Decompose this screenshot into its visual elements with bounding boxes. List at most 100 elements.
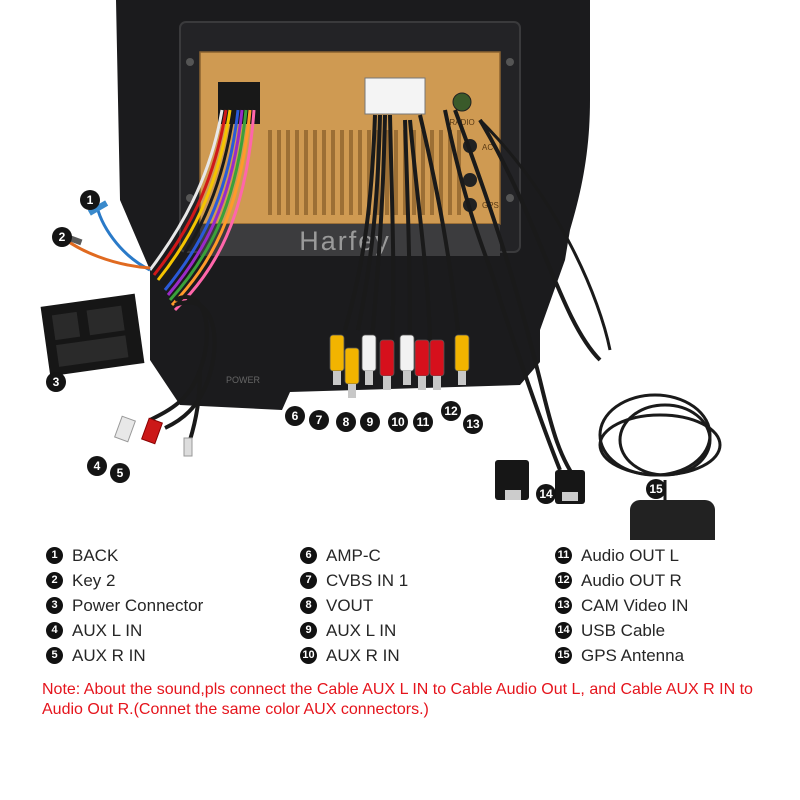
callout-11: 11 [413,412,433,432]
vent-slot [349,130,353,215]
aux-in-cables [149,295,217,441]
legend-label: AUX L IN [72,620,143,640]
legend-label: AUX R IN [326,645,400,665]
legend-label: Audio OUT R [581,570,682,590]
vent-slot [295,130,299,215]
legend-item: 13 CAM Video IN [555,593,688,618]
callout-15: 15 [646,479,666,499]
vent-slot [439,130,443,215]
vent-slot [304,130,308,215]
callout-2: 2 [52,227,72,247]
legend-label: Power Connector [72,595,204,615]
legend-item: 10 AUX R IN [300,643,408,668]
legend-label: USB Cable [581,620,666,640]
legend-number: 14 [555,622,572,639]
rca-plug-tip [418,376,426,390]
power-connector-block [40,293,145,377]
callout-3: 3 [46,372,66,392]
usb-port-icon [505,490,521,500]
connection-note: Note: About the sound,pls connect the Ca… [42,681,753,718]
rca-plug-tip [333,371,341,385]
legend-number: 12 [555,572,572,589]
rca-plug [414,339,430,377]
legend-item: 5 AUX R IN [46,643,203,668]
usb-port-icon [562,492,578,501]
rca-plug-tip [403,371,411,385]
vent-slot [331,130,335,215]
callout-12: 12 [441,401,461,421]
vent-slot [322,130,326,215]
legend-label: VOUT [326,595,374,615]
gps-antenna [630,500,715,570]
legend-item: 12 Audio OUT R [555,568,688,593]
legend-label: CAM Video IN [581,595,689,615]
port-socket [463,173,477,187]
legend-label: BACK [72,545,119,565]
legend-label: AUX L IN [326,620,397,640]
vent-slot [421,130,425,215]
legend-label: GPS Antenna [581,645,685,665]
legend-item: 15 GPS Antenna [555,643,688,668]
vent-slot [313,130,317,215]
legend-label: AUX R IN [72,645,146,665]
aux-in-plugs [114,415,193,457]
legend-number: 8 [300,597,317,614]
port-a-label: AC+ [482,143,498,152]
power-label: POWER [226,375,261,385]
callout-4: 4 [87,456,107,476]
radio-port-label: RADIO [449,118,474,127]
rca-plug-tip [433,376,441,390]
rca-plug [429,339,445,377]
rca-plug [399,334,415,372]
rca-plugs [329,334,470,398]
legend-item: 14 USB Cable [555,618,688,643]
rca-plug [454,334,470,372]
callout-1: 1 [80,190,100,210]
legend-number: 4 [46,622,63,639]
legend-item: 11 Audio OUT L [555,543,688,568]
rca-plug-tip [458,371,466,385]
wiring-diagram: RADIO AC+ GPS Harfey POWER [40,0,722,570]
legend-number: 11 [555,547,572,564]
legend-item: 3 Power Connector [46,593,203,618]
screw-icon [506,58,514,66]
legend-label: Audio OUT L [581,545,679,565]
legend-item: 1 BACK [46,543,203,568]
legend-number: 1 [46,547,63,564]
av-socket [364,77,426,115]
callout-14: 14 [536,484,556,504]
vent-slot [268,130,272,215]
rca-plug-tip [348,384,356,398]
legend-number: 6 [300,547,317,564]
legend-number: 13 [555,597,572,614]
rca-plug [329,334,345,372]
rca-plug-tip [365,371,373,385]
lower-strip [200,224,500,256]
callout-13: 13 [463,414,483,434]
back-wire-tip [87,200,109,216]
rca-plug-tip [383,376,391,390]
legend-number: 2 [46,572,63,589]
vent-slot [340,130,344,215]
callout-10: 10 [388,412,408,432]
gps-cable-coil [478,118,722,510]
screw-icon [186,58,194,66]
legend-column-3: 11 Audio OUT L 12 Audio OUT R 13 CAM Video … [555,543,688,668]
legend-number: 15 [555,647,572,664]
legend-number: 9 [300,622,317,639]
legend-number: 10 [300,647,317,664]
vent-slot [394,130,398,215]
unit-photo: RADIO AC+ GPS Harfey POWER [40,0,722,570]
rca-cables [343,109,602,487]
radio-antenna-socket [452,92,472,112]
vent-slot [358,130,362,215]
legend-number: 5 [46,647,63,664]
callout-9: 9 [360,412,380,432]
screw-icon [506,194,514,202]
legend-label: Key 2 [72,570,116,590]
legend-number: 3 [46,597,63,614]
rca-plug [344,347,360,385]
vent-slot [277,130,281,215]
